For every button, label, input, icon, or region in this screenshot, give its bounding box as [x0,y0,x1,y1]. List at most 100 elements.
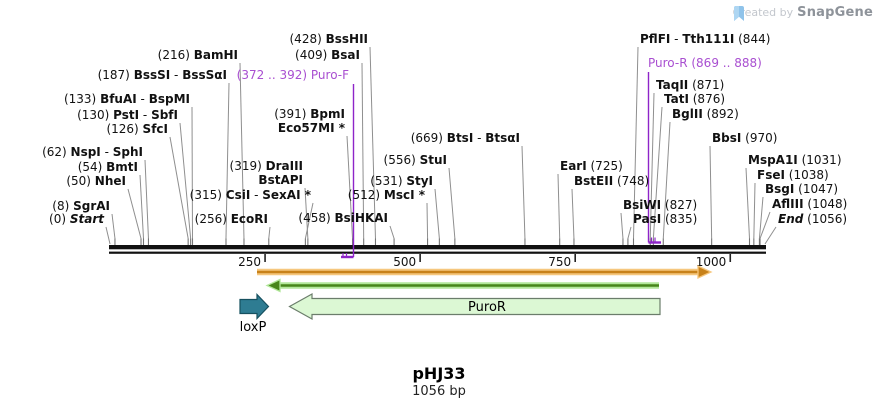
snapgene-logo-icon [733,6,744,21]
enzyme-site-label[interactable]: (133) BfuAI - BspMI [64,92,190,106]
enzyme-site-label[interactable]: (0) Start [49,212,104,226]
label-text: (187) [97,68,134,82]
leader-line [557,173,561,239]
primer-label-puro-f[interactable]: (372 .. 392) Puro-F [237,68,349,82]
enzyme-site-label[interactable]: MspA1I (1031) [748,153,842,167]
enzyme-site-label[interactable]: (126) SfcI [106,122,168,136]
enzyme-site-label[interactable]: (54) BmtI [78,160,138,174]
label-text: (62) [42,145,71,159]
label-text: BtsI [446,131,474,145]
enzyme-site-label[interactable]: (62) NspI - SphI [42,145,143,159]
enzyme-site-label[interactable]: (409) BsaI [295,48,360,62]
label-text: PasI [633,212,662,226]
enzyme-site-label[interactable]: (315) CsiI - SexAI * [190,188,311,202]
primer-label-puro-r[interactable]: Puro-R (869 .. 888) [648,56,762,70]
label-text: (556) [383,153,420,167]
label-text: (531) [370,174,407,188]
leader-line [753,182,756,239]
label-text: BamHI [193,48,238,62]
label-text: BspMI [148,92,190,106]
leader-line [627,226,632,239]
enzyme-site-label[interactable]: (8) SgrAI [52,199,110,213]
enzyme-site-label[interactable]: (187) BssSI - BssSαI [98,68,227,82]
label-text: - [473,131,486,145]
leader-line [649,92,655,239]
feature-label-puror: PuroR [468,300,506,315]
enzyme-site-label[interactable]: EarI (725) [560,159,623,173]
label-text: EarI [560,159,587,173]
leader-line [225,82,230,239]
label-text: (1048) [803,197,848,211]
enzyme-site-label[interactable]: PflFI - Tth111I (844) [640,32,770,46]
ruler-label: 1000 [696,255,727,269]
label-text: DraIII [265,159,303,173]
enzyme-site-label[interactable]: FseI (1038) [757,168,829,182]
label-text: StyI [406,174,433,188]
enzyme-site-label[interactable]: AflIII (1048) [772,197,847,211]
enzyme-site-label[interactable]: (556) StuI [384,153,447,167]
feature-loxp[interactable] [239,293,270,320]
enzyme-site-label[interactable]: (512) MscI * [348,188,425,202]
enzyme-site-label[interactable]: PasI (835) [633,212,697,226]
enzyme-site-label[interactable]: BsgI (1047) [765,182,838,196]
leader-line [239,62,245,239]
label-text: (315) [189,188,226,202]
leader-line [745,167,750,239]
label-text: - [250,188,263,202]
label-text: (1047) [794,182,839,196]
enzyme-site-label[interactable]: (216) BamHI [158,48,238,62]
enzyme-site-label[interactable]: (130) PstI - SbfI [77,108,178,122]
watermark: Created by SnapGene [732,5,873,21]
leader-line [304,187,309,239]
label-text: BfuAI [100,92,137,106]
label-text: MspA1I [748,153,798,167]
label-text: BpmI [310,107,345,121]
leader-line [127,188,142,239]
enzyme-site-label[interactable]: BglII (892) [672,107,739,121]
label-text: - [139,108,152,122]
label-text: BmtI [106,160,138,174]
enzyme-site-label[interactable]: (669) BtsI - BtsαI [411,131,520,145]
enzyme-site-label[interactable]: BsiWI (827) [623,198,697,212]
label-text: (970) [741,131,778,145]
enzyme-site-label[interactable]: TatI (876) [664,92,725,106]
enzyme-site-label[interactable]: (531) StyI [370,174,433,188]
label-text: SbfI [151,108,178,122]
watermark-brand: SnapGene [797,5,873,20]
label-text: Puro-R [648,56,688,70]
enzyme-site-label[interactable]: TaqII (871) [656,78,724,92]
label-text: (428) [289,32,326,46]
enzyme-site-label[interactable]: (458) BsiHKAI [298,211,388,225]
leader-line [144,159,149,239]
label-text: BsaI [331,48,360,62]
enzyme-site-label[interactable]: End (1056) [778,212,847,226]
enzyme-site-label[interactable]: (256) EcoRI [195,212,268,226]
label-text: CsiI [225,188,251,202]
leader-line [369,46,376,239]
label-text: (8) [52,199,74,213]
label-text: (130) [77,108,114,122]
plasmid-length: 1056 bp [412,384,466,399]
label-text: (319) [229,159,266,173]
label-text: StuI [419,153,447,167]
label-text: (0) [49,212,70,226]
leader-line [105,226,111,245]
ruler-label: 500 [393,255,416,269]
feature-puror[interactable] [288,292,661,321]
enzyme-site-label[interactable]: (50) NheI [66,174,126,188]
enzyme-site-label[interactable]: BstEII (748) [574,174,649,188]
sequence-line-top [109,245,766,250]
watermark-created-by: Created by [732,6,794,19]
label-text: (216) [157,48,194,62]
enzyme-site-label[interactable]: (428) BssHII [290,32,369,46]
leader-line [268,226,271,239]
enzyme-site-label[interactable]: BbsI (970) [712,131,777,145]
label-text: (133) [63,92,101,106]
label-text: (827) [661,198,698,212]
label-text: AflIII [772,197,804,211]
label-text: Puro-F [310,68,349,82]
label-text: - [170,68,183,82]
